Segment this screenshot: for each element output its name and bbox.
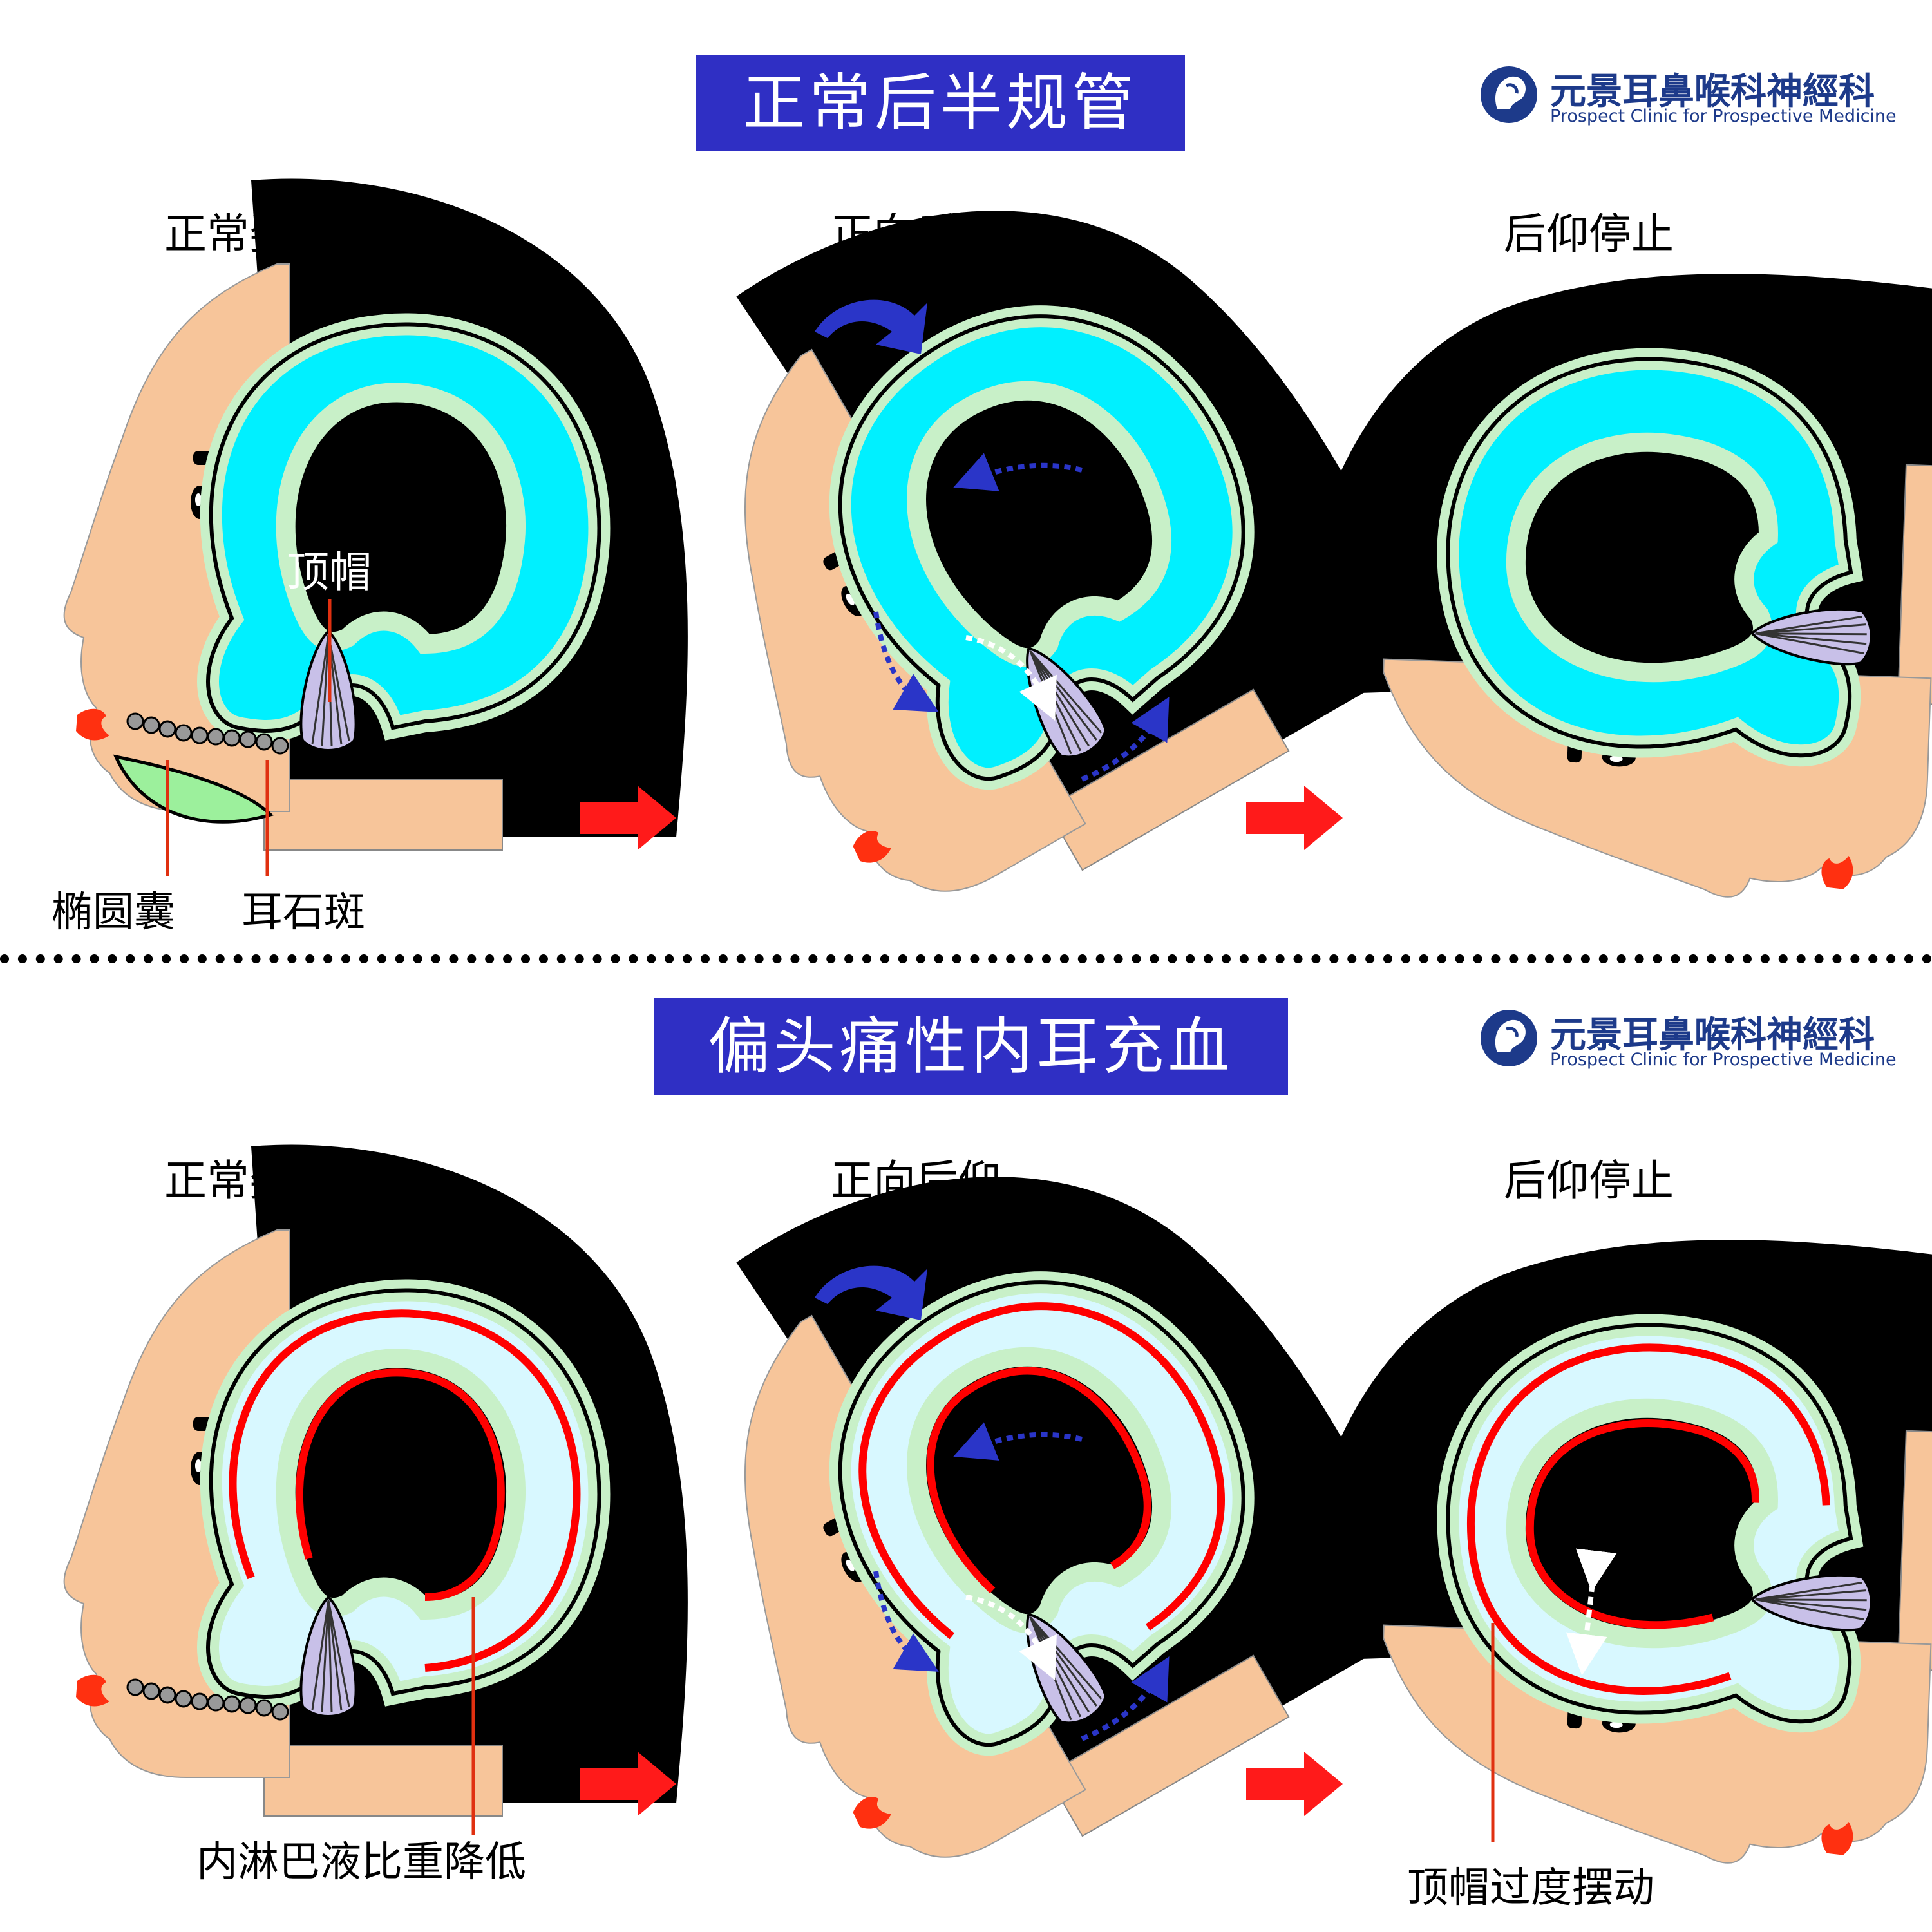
panel-title: 后仰停止	[1504, 1156, 1674, 1206]
panel-1-normal	[63, 178, 688, 876]
panel-title: 正常姿态	[164, 209, 334, 259]
panel-3-stop	[1290, 258, 1932, 906]
next-arrow-icon	[1246, 1752, 1343, 1816]
panel-4-normal	[63, 1144, 688, 1835]
endolymph-label: 内淋巴液比重降低	[196, 1839, 526, 1886]
logo-name-cn: 元景耳鼻喉科神經科	[1550, 1014, 1875, 1056]
logo-name-cn: 元景耳鼻喉科神經科	[1550, 71, 1875, 113]
cupula-label: 顶帽	[287, 547, 372, 597]
next-arrow-icon	[580, 1752, 676, 1816]
utricle-label: 椭圆囊	[52, 889, 175, 936]
otolith-label: 耳石斑	[242, 889, 365, 936]
next-arrow-icon	[1246, 786, 1343, 850]
panel-2-flows	[873, 453, 1170, 782]
panel-title: 正向后仰	[831, 209, 1001, 259]
logo-icon	[1481, 1010, 1537, 1066]
panel-title: 正向后仰	[831, 1156, 1001, 1206]
section-divider	[0, 954, 1932, 963]
next-arrow-icon	[580, 786, 676, 850]
rotation-arrow-icon	[815, 299, 927, 354]
panel-title: 后仰停止	[1504, 209, 1674, 259]
panel-title: 正常姿态	[164, 1156, 334, 1206]
panel-5-flows	[873, 1422, 1170, 1741]
panel-6-stop	[1290, 1224, 1932, 1872]
clinic-logo: 元景耳鼻喉科神經科 Prospect Clinic for Prospectiv…	[1478, 61, 1897, 132]
clinic-logo: 元景耳鼻喉科神經科 Prospect Clinic for Prospectiv…	[1478, 1005, 1897, 1075]
logo-icon	[1481, 66, 1537, 123]
otolith-row	[126, 712, 289, 755]
logo-name-en: Prospect Clinic for Prospective Medicine	[1550, 1050, 1897, 1070]
logo-name-en: Prospect Clinic for Prospective Medicine	[1550, 106, 1897, 126]
flow-arrow-icon	[1566, 1548, 1617, 1676]
cupula-swing-label: 顶帽过度摆动	[1407, 1864, 1654, 1912]
rotation-arrow-icon	[815, 1265, 927, 1320]
section-title-normal: 正常后半规管	[696, 55, 1185, 151]
otolith-row	[126, 1678, 289, 1721]
section-title-migraine: 偏头痛性内耳充血	[654, 998, 1288, 1095]
